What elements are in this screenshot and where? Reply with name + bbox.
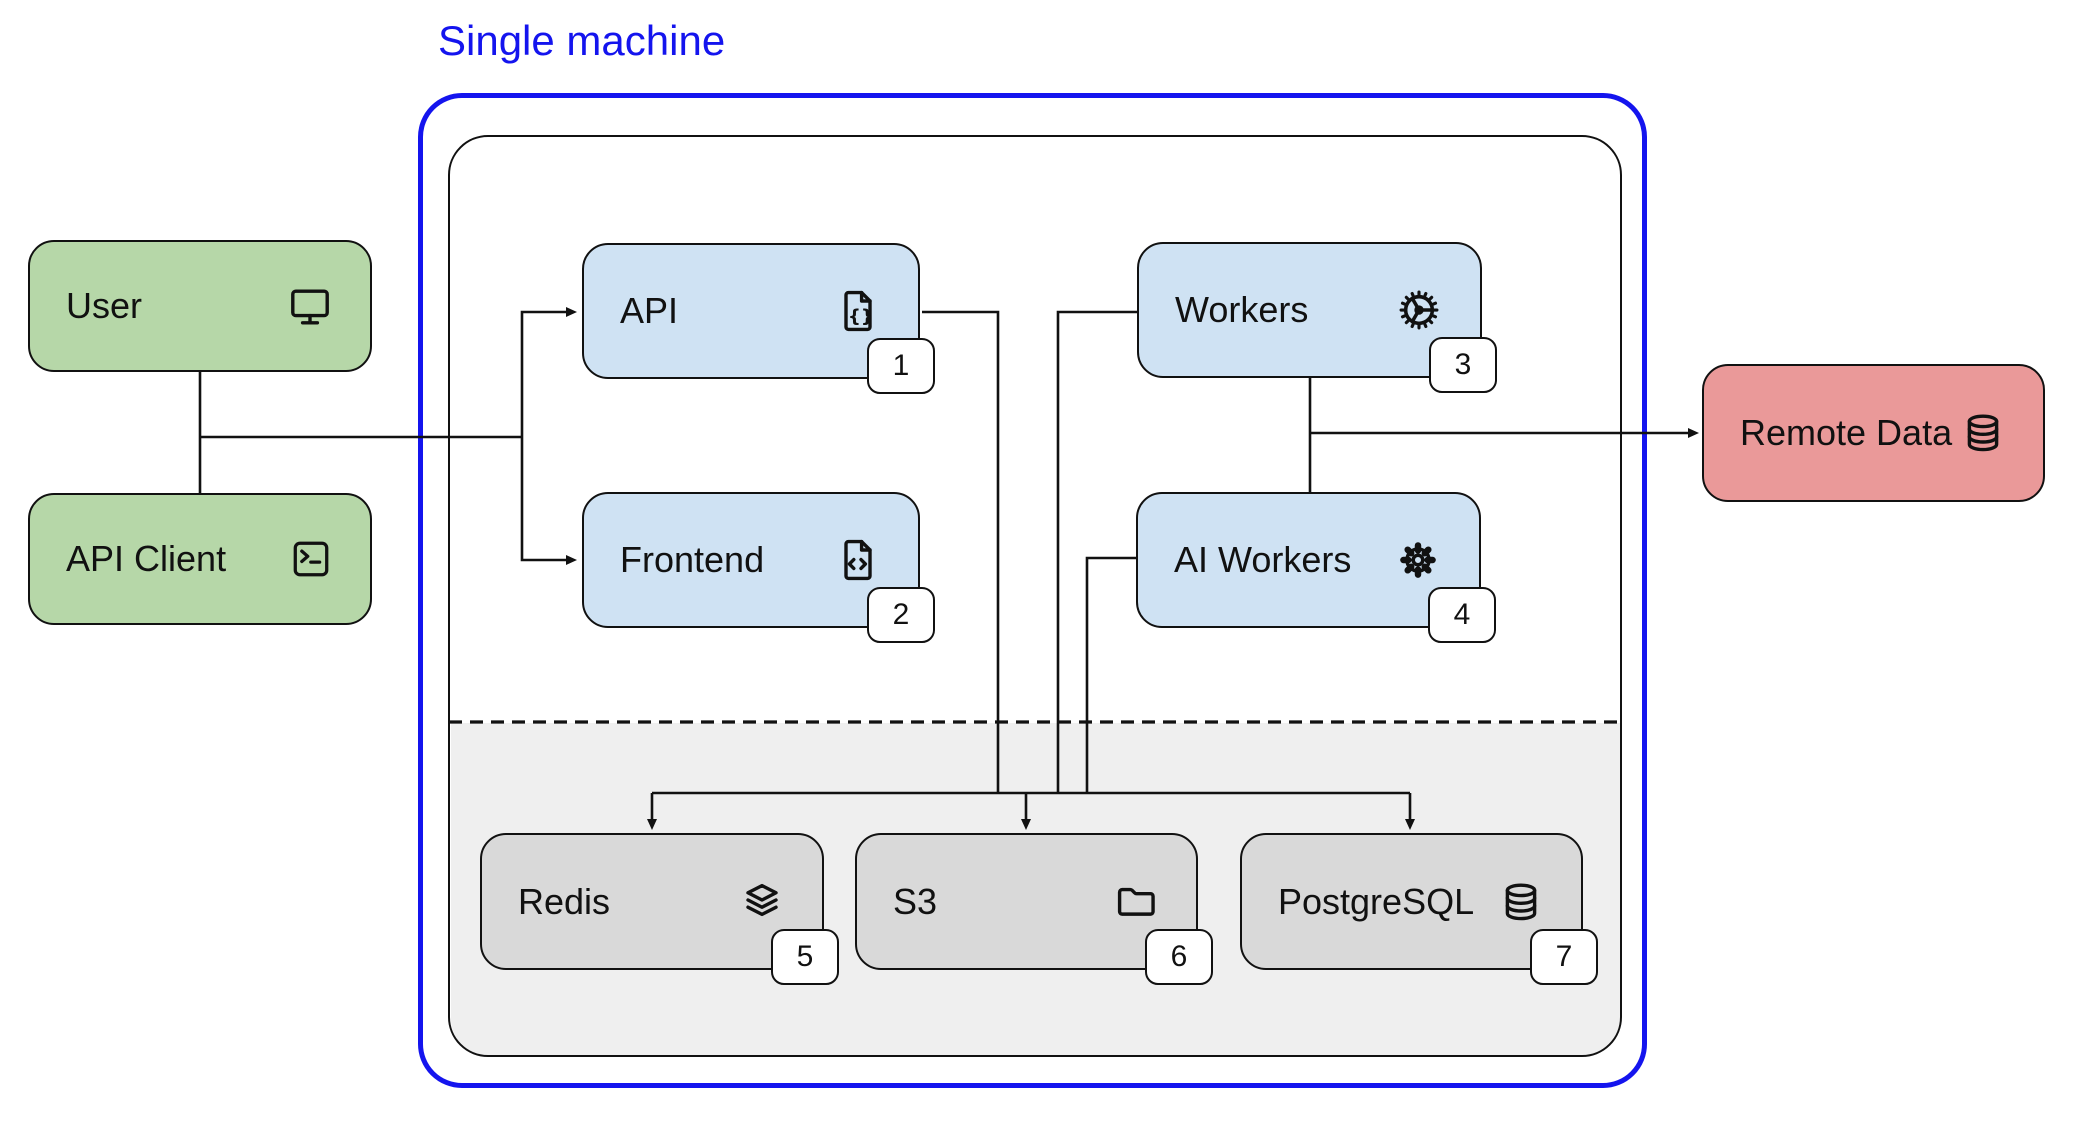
node-label: Frontend bbox=[620, 539, 765, 580]
node-remote-data: Remote Data bbox=[1702, 364, 2045, 502]
svg-text:{}: {} bbox=[848, 306, 874, 327]
node-label: S3 bbox=[893, 880, 938, 922]
node-label: User bbox=[66, 285, 143, 326]
file-code-icon: {} bbox=[844, 290, 874, 332]
gear-icon bbox=[1399, 290, 1439, 330]
step-badge: 2 bbox=[867, 587, 935, 643]
node-postgresql: PostgreSQL 7 bbox=[1240, 833, 1598, 985]
step-badge: 7 bbox=[1530, 929, 1598, 985]
step-badge: 6 bbox=[1145, 929, 1213, 985]
node-api: API {} 1 bbox=[582, 243, 935, 394]
node-label: Remote Data bbox=[1740, 412, 1953, 453]
terminal-icon bbox=[293, 541, 329, 577]
node-label: Workers bbox=[1175, 289, 1309, 330]
step-badge: 3 bbox=[1429, 337, 1497, 393]
node-frontend: Frontend 2 bbox=[582, 492, 935, 643]
node-label: API bbox=[620, 290, 679, 331]
file-code-icon bbox=[844, 539, 872, 581]
monitor-icon bbox=[291, 289, 329, 325]
node-api-client: API Client bbox=[28, 493, 372, 625]
step-badge: 5 bbox=[771, 929, 839, 985]
database-icon bbox=[1505, 882, 1537, 920]
machine-inner-container bbox=[448, 135, 1622, 1057]
single-machine-container bbox=[418, 93, 1647, 1088]
node-label: API Client bbox=[66, 538, 227, 579]
folder-icon bbox=[1117, 887, 1155, 916]
node-user: User bbox=[28, 240, 372, 372]
step-badge: 1 bbox=[867, 338, 935, 394]
node-workers: Workers 3 bbox=[1137, 242, 1497, 393]
database-icon bbox=[1967, 414, 1999, 452]
node-label: Redis bbox=[518, 880, 611, 922]
gear-icon bbox=[1400, 542, 1436, 578]
stack-icon bbox=[746, 883, 778, 916]
node-label: AI Workers bbox=[1174, 539, 1352, 580]
step-badge: 4 bbox=[1428, 587, 1496, 643]
node-redis: Redis 5 bbox=[480, 833, 839, 985]
node-ai-workers: AI Workers 4 bbox=[1136, 492, 1496, 643]
node-s3: S3 6 bbox=[855, 833, 1213, 985]
node-label: PostgreSQL bbox=[1278, 880, 1475, 922]
machine-group-title: Single machine bbox=[438, 17, 726, 64]
